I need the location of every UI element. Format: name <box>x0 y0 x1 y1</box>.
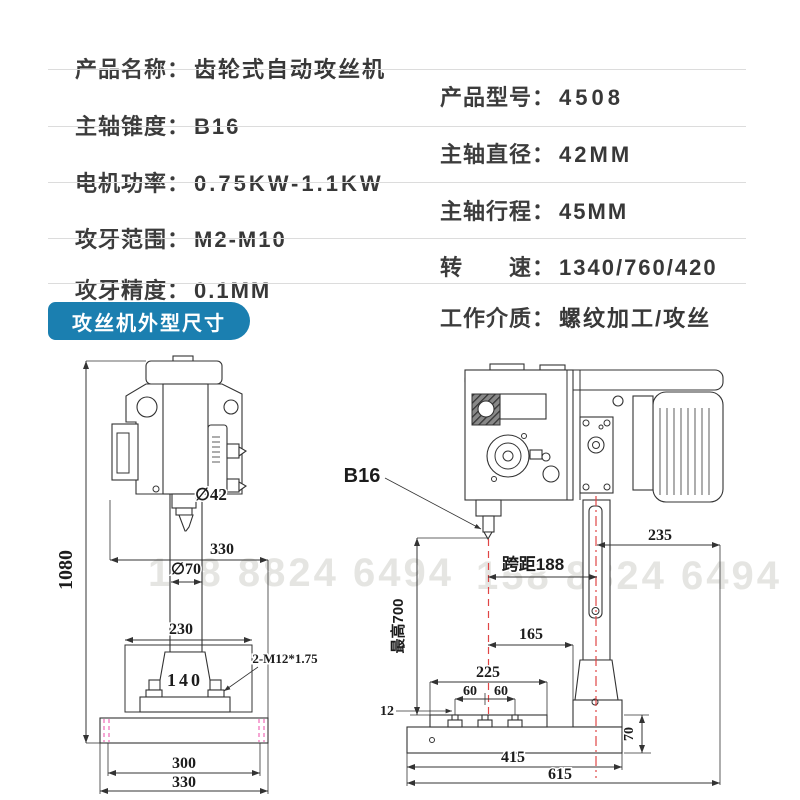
front-view: 1080 330 ∅70 ∅42 230 140 2-M12*1.75 300 <box>54 355 320 794</box>
dim-slot-to-column: 165 <box>519 626 543 643</box>
spec-value: 0.75KW-1.1KW <box>194 171 384 196</box>
front-base <box>99 717 269 744</box>
dim-spindle-dia: ∅42 <box>195 485 227 504</box>
dim-bracket-width: 230 <box>169 621 193 638</box>
dim-base-width: 330 <box>172 774 196 791</box>
front-table-bracket <box>124 644 253 713</box>
front-dimensions: 1080 330 ∅70 ∅42 230 140 2-M12*1.75 300 <box>54 360 320 794</box>
spec-value: 4508 <box>559 85 624 110</box>
spec-label: 主轴直径： <box>440 142 556 167</box>
dim-table-width: 225 <box>476 664 500 681</box>
row-divider <box>48 126 746 127</box>
dimension-drawing: 158 8824 6494 158 8824 6494 <box>54 355 779 794</box>
side-view: B16 235 跨距188 最高700 165 225 <box>342 363 724 786</box>
dim-column-dia: ∅70 <box>171 561 201 578</box>
spec-value: 螺纹加工/攻丝 <box>559 306 712 331</box>
side-head <box>464 363 724 501</box>
section-header-badge: 攻丝机外型尺寸 <box>48 302 250 340</box>
dim-base-inner-width: 300 <box>172 755 196 772</box>
spec-row-2: 主轴锥度：B16 主轴直径：42MM <box>0 85 800 167</box>
row-divider <box>48 283 746 284</box>
dim-bolt-spec: 2-M12*1.75 <box>252 651 318 666</box>
dim-span: 跨距188 <box>502 555 564 574</box>
dim-head-depth: 235 <box>648 527 672 544</box>
spec-value: 0.1MM <box>194 278 272 303</box>
section-header-label: 攻丝机外型尺寸 <box>72 312 226 335</box>
spec-label: 工作介质： <box>440 306 556 331</box>
row-divider <box>48 69 746 70</box>
side-motor <box>652 391 724 503</box>
spec-label: 主轴行程： <box>440 199 556 224</box>
spec-label: 转 速： <box>440 255 556 280</box>
dim-spindle-taper: B16 <box>344 465 381 487</box>
spec-row-3: 电机功率：0.75KW-1.1KW 主轴行程：45MM <box>0 142 800 224</box>
spec-value: 42MM <box>559 142 633 167</box>
dim-max-height: 最高700 <box>389 598 407 653</box>
side-dimensions: B16 235 跨距188 最高700 165 225 <box>342 464 721 786</box>
dim-overall-height: 1080 <box>55 550 77 590</box>
spec-row-1: 产品名称：齿轮式自动攻丝机 产品型号：4508 <box>0 28 800 110</box>
dim-base-length: 415 <box>501 749 525 766</box>
dim-overall-length: 615 <box>548 766 572 783</box>
spec-label: 攻牙范围： <box>75 227 191 252</box>
spec-value: M2-M10 <box>194 227 287 252</box>
dim-clamp-width: 140 <box>167 670 203 690</box>
side-base <box>406 714 623 754</box>
front-head <box>111 355 248 496</box>
side-column <box>572 499 623 728</box>
dim-head-width: 330 <box>210 541 234 558</box>
spec-row-5: 攻牙精度：0.1MM 工作介质：螺纹加工/攻丝 <box>0 249 800 331</box>
side-spindle <box>475 499 502 541</box>
t-slot <box>507 714 523 728</box>
spec-label: 电机功率： <box>75 171 191 196</box>
dim-slot-width: 12 <box>380 704 394 719</box>
front-spindle <box>171 493 197 532</box>
spec-label: 产品型号： <box>440 85 556 110</box>
row-divider <box>48 238 746 239</box>
spec-value: 1340/760/420 <box>559 255 718 280</box>
dim-slot-pitch-left: 60 <box>463 684 477 699</box>
spec-value: 45MM <box>559 199 629 224</box>
dim-base-height: 70 <box>622 727 637 741</box>
spec-label: 攻牙精度： <box>75 278 191 303</box>
row-divider <box>48 182 746 183</box>
t-slot <box>477 714 493 728</box>
dim-slot-pitch-right: 60 <box>494 684 508 699</box>
spec-row-4: 攻牙范围：M2-M10 转 速：1340/760/420 <box>0 198 800 280</box>
